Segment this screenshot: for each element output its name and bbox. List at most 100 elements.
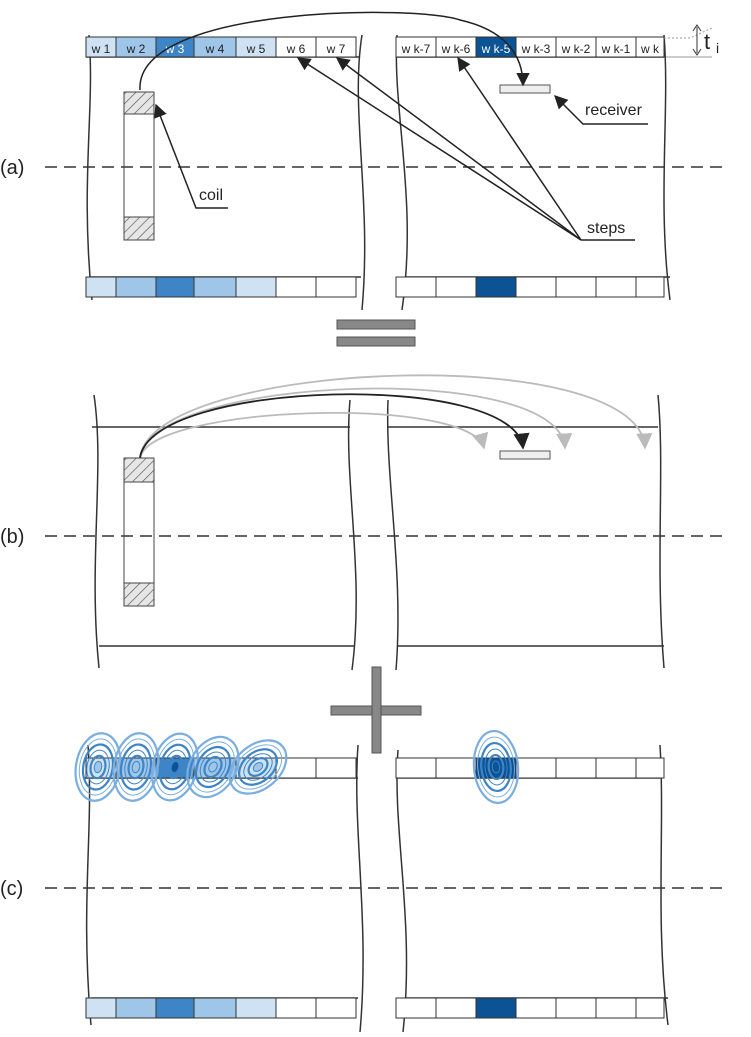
window-a-bottom-right-6 (595, 276, 637, 298)
window-c-bottom-left-6 (275, 997, 317, 1019)
sensitivity-contours (74, 729, 520, 805)
window-c-bottom-left-7 (315, 997, 357, 1019)
path-faded-2 (139, 387, 573, 459)
window-a-top-left-6: w 6 (275, 36, 317, 58)
window-label: w 5 (246, 42, 266, 56)
plate-a-break-left (357, 34, 366, 311)
window-c-bottom-left-4 (193, 997, 237, 1019)
path-active (139, 393, 530, 459)
window-c-bottom-left-5 (235, 997, 277, 1019)
plate-b-right-edge (657, 394, 665, 669)
path-faded-1 (139, 374, 653, 459)
panel-label-a: (a) (0, 157, 24, 179)
window-label: w 1 (91, 42, 111, 56)
window-a-bottom-left-1 (85, 276, 117, 298)
window-label: w 7 (326, 42, 346, 56)
window-c-top-right-6 (595, 757, 637, 779)
window-label: w k-2 (561, 42, 591, 56)
steps-arrows (296, 56, 582, 241)
window-c-bottom-right-6 (595, 997, 637, 1019)
receiver-label: receiver (585, 102, 643, 119)
window-c-bottom-right-4 (515, 997, 557, 1019)
window-a-top-left-3: w 3 (155, 36, 195, 58)
window-label: w k-7 (401, 42, 431, 56)
thickness-subscript: i (716, 40, 719, 56)
window-a-bottom-left-6 (275, 276, 317, 298)
window-a-top-right-4: w k-3 (515, 36, 557, 58)
plate-b-break-left (347, 399, 357, 671)
thickness-indicator: t i (664, 24, 719, 56)
window-a-bottom-left-5 (235, 276, 277, 298)
window-row-a-bottom (85, 276, 665, 298)
window-label: w k-1 (601, 42, 631, 56)
window-a-bottom-right-2 (435, 276, 477, 298)
window-c-top-left-7 (315, 757, 357, 779)
receiver-b (499, 450, 551, 460)
coil-label: coil (199, 187, 223, 204)
coil-to-receiver-arrow (139, 11, 530, 91)
window-a-top-right-1: w k-7 (395, 36, 437, 58)
window-c-bottom-right-5 (555, 997, 597, 1019)
window-a-top-right-7: w k (635, 36, 665, 58)
plate-a-right-edge (663, 34, 671, 301)
receiver-a (499, 84, 551, 94)
coil-leader (154, 103, 228, 209)
window-c-top-right-1 (395, 757, 437, 779)
window-label: w k-5 (481, 42, 511, 56)
plate-c-break-right (396, 749, 408, 1033)
path-faded-3 (139, 412, 489, 459)
window-label: w 4 (205, 42, 225, 56)
window-c-bottom-left-3 (155, 997, 195, 1019)
window-c-bottom-left-1 (85, 997, 117, 1019)
contour-blob-4 (186, 735, 240, 799)
window-row-c-bottom (85, 997, 665, 1019)
thickness-label: t (704, 29, 710, 54)
steps-label: steps (587, 220, 625, 237)
window-c-bottom-right-2 (435, 997, 477, 1019)
window-label: w k-6 (441, 42, 471, 56)
window-c-bottom-left-2 (115, 997, 157, 1019)
plus-operator (330, 666, 422, 754)
window-a-bottom-right-5 (555, 276, 597, 298)
window-a-top-left-2: w 2 (115, 36, 157, 58)
plate-c-right-edge (659, 744, 669, 1026)
window-a-bottom-right-4 (515, 276, 557, 298)
equals-operator (336, 319, 416, 347)
window-c-top-right-5 (555, 757, 597, 779)
window-a-bottom-right-7 (635, 276, 665, 298)
coil-b (123, 457, 155, 607)
plate-b-left-edge (93, 394, 100, 669)
panel-b: (b) (0, 374, 722, 671)
window-label: w k-3 (521, 42, 551, 56)
plate-c-break-left (356, 744, 364, 1033)
window-c-bottom-right-3 (475, 997, 517, 1019)
window-label: w k (640, 42, 660, 56)
panel-label-c: (c) (0, 878, 23, 900)
coil-a (123, 91, 155, 241)
window-label: w 6 (286, 42, 306, 56)
window-a-bottom-right-1 (395, 276, 437, 298)
contour-blob-5 (228, 739, 288, 795)
window-a-bottom-left-2 (115, 276, 157, 298)
contour-blob-2 (112, 732, 160, 802)
window-c-top-right-2 (435, 757, 477, 779)
panel-c: (c) (0, 729, 722, 1033)
window-c-top-right-7 (635, 757, 665, 779)
window-a-bottom-left-3 (155, 276, 195, 298)
window-a-top-left-5: w 5 (235, 36, 277, 58)
contour-blob-6 (472, 729, 520, 805)
window-c-bottom-right-1 (395, 997, 437, 1019)
window-a-top-left-4: w 4 (193, 36, 237, 58)
plate-a-left-edge (86, 34, 93, 301)
window-a-bottom-left-7 (315, 276, 357, 298)
panel-label-b: (b) (0, 526, 24, 548)
window-a-top-left-7: w 7 (315, 36, 357, 58)
window-a-top-right-5: w k-2 (555, 36, 597, 58)
contour-blob-1 (74, 732, 122, 802)
plate-b-break-right (386, 399, 399, 671)
plate-a-break-right (395, 34, 409, 311)
